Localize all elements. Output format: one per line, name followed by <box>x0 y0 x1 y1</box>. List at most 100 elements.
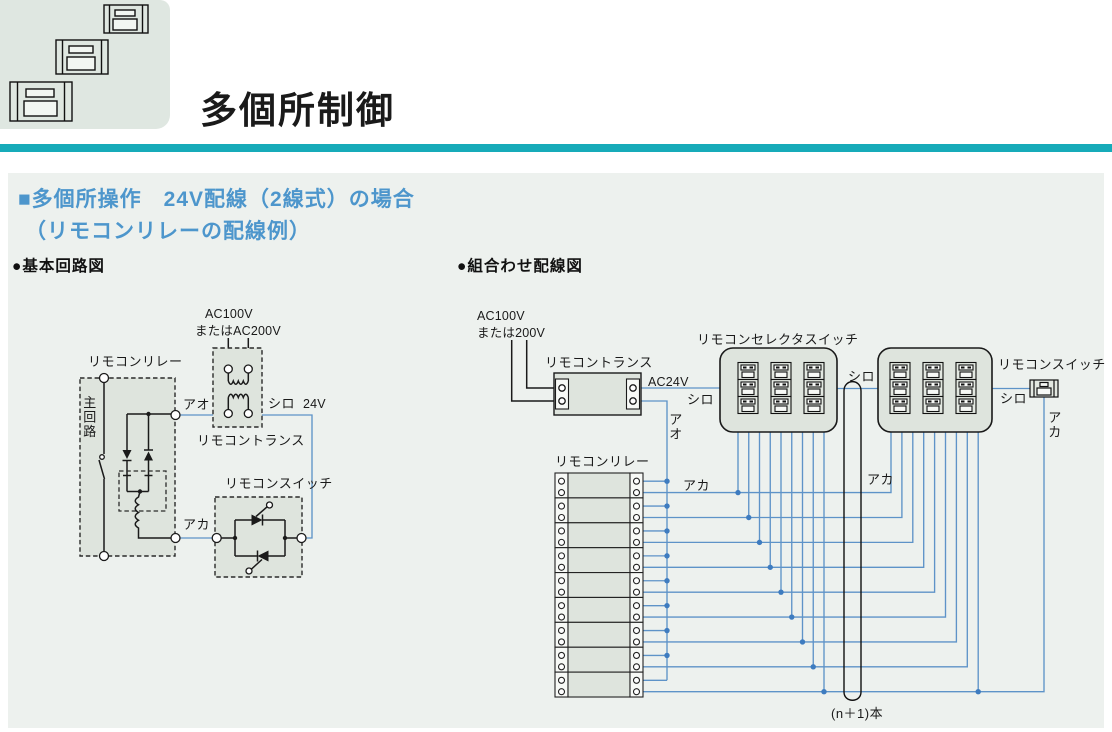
section-heading-line1: ■多個所操作 24V配線（2線式）の場合 <box>18 188 415 211</box>
secondary-coil <box>227 393 249 400</box>
power-label-1: AC100V <box>205 307 253 321</box>
rocker-switch-icon <box>803 395 825 415</box>
white-label-3: シロ <box>1000 391 1027 406</box>
junction-dot <box>799 639 806 645</box>
rocker-switch-icon <box>955 378 977 398</box>
junction-dot <box>975 689 981 695</box>
blue-vertical-label: アオ <box>669 412 683 442</box>
selector-switch-icons <box>737 361 977 415</box>
relay-unit <box>554 522 644 549</box>
junction-dot <box>746 514 752 521</box>
junction-dot <box>664 553 670 559</box>
bundle-note: (n＋1)本 <box>831 706 883 721</box>
junction-dot <box>664 602 670 609</box>
rocker-switch-icon <box>770 378 792 398</box>
combination-wiring-diagram: AC100V または200V リモコントランス AC24V シロ アオ リモコン… <box>477 309 1106 721</box>
basic-circuit-diagram: AC100V またはAC200V シロ 24V リモコントランス リモコンリレー… <box>79 307 333 578</box>
relay-unit <box>554 547 644 574</box>
white-wire-label: シロ <box>268 396 295 411</box>
relay-unit <box>554 671 644 698</box>
rocker-switch-icon <box>889 395 911 415</box>
rocker-switch-icon <box>737 361 759 381</box>
remote-switch-label: リモコンスイッチ <box>998 357 1106 372</box>
junction-dot <box>664 627 670 634</box>
red-label-1: アカ <box>683 478 710 493</box>
basic-circuit-subheading: ●基本回路図 <box>12 258 105 275</box>
remote-switch-icon <box>1029 379 1059 398</box>
white-label-2: シロ <box>848 369 875 384</box>
transformer: AC100V またはAC200V シロ 24V リモコントランス <box>195 307 326 448</box>
rocker-switch-icon <box>770 361 792 381</box>
junction-dot <box>810 664 816 670</box>
transformer-label: リモコントランス <box>545 355 653 370</box>
thyristor-left <box>257 550 269 562</box>
relay-units <box>554 472 644 698</box>
remote-switch: リモコンスイッチ <box>211 476 333 578</box>
cable-bundle-loop <box>843 380 862 701</box>
divider-bar <box>0 144 1112 152</box>
main-circuit-label: 主回路 <box>83 395 97 439</box>
junction-dot <box>664 528 670 534</box>
junction-dot <box>664 503 670 509</box>
switch-dashed-box <box>214 496 303 578</box>
rocker-switch-icon <box>803 361 825 381</box>
selector-switches: リモコンセレクタスイッチ シロ <box>697 332 993 433</box>
stacked-switches-icon <box>9 4 149 122</box>
rocker-switch-icon <box>737 378 759 398</box>
diode-up <box>144 451 153 461</box>
junction-dot <box>735 489 741 496</box>
transformer-label: リモコントランス <box>197 433 305 448</box>
combination-subheading: ●組合わせ配線図 <box>457 258 583 275</box>
power-label-2: または200V <box>477 326 546 340</box>
red-wire-label: アカ <box>183 517 210 532</box>
relay-unit <box>554 472 644 499</box>
rocker-switch-icon <box>922 378 944 398</box>
ac24v-label: AC24V <box>648 375 689 389</box>
voltage-label: 24V <box>303 397 326 411</box>
circuit-wires <box>643 397 1045 693</box>
blue-wire-label: アオ <box>183 397 210 412</box>
relay-unit <box>554 572 644 598</box>
rocker-switch-icon <box>955 395 977 415</box>
header-icon-tile <box>0 0 170 129</box>
relay-unit <box>554 497 644 524</box>
switch-label: リモコンスイッチ <box>225 476 333 491</box>
page-title: 多個所制御 <box>200 90 395 131</box>
relay-bank: リモコンリレー <box>554 454 650 698</box>
junction-dot <box>664 652 670 659</box>
rocker-switch-icon <box>955 361 977 381</box>
selector-label: リモコンセレクタスイッチ <box>697 332 858 347</box>
red-vertical-label: アカ <box>1048 410 1062 440</box>
wire-junction-dots <box>664 478 981 695</box>
transformer-dashed-box <box>212 347 263 428</box>
relay-unit <box>554 646 644 673</box>
junction-dot <box>664 578 670 584</box>
relay-label: リモコンリレー <box>555 454 650 469</box>
power-label-2: またはAC200V <box>195 324 281 338</box>
relay-unit <box>554 596 644 623</box>
remote-switch: リモコンスイッチ シロ アカ <box>998 357 1106 440</box>
power-label-1: AC100V <box>477 309 525 323</box>
relay-label: リモコンリレー <box>88 354 183 369</box>
rocker-switch-icon <box>803 378 825 398</box>
white-label-1: シロ <box>687 392 714 407</box>
thyristor-right <box>251 514 263 526</box>
rocker-switch-icon <box>770 395 792 415</box>
rocker-switch-icon <box>922 395 944 415</box>
remote-relay: リモコンリレー 主回路 <box>79 354 210 562</box>
rocker-switch-icon <box>889 361 911 381</box>
latch-dashed-box <box>118 470 167 512</box>
junction-dot <box>767 564 773 570</box>
junction-dot <box>789 614 795 620</box>
junction-dot <box>756 539 763 546</box>
transformer: AC100V または200V リモコントランス AC24V シロ アオ <box>477 309 714 442</box>
red-label-2: アカ <box>867 472 894 487</box>
rocker-switch-icon <box>737 395 759 415</box>
relay-unit <box>554 621 644 648</box>
rocker-switch-icon <box>889 378 911 398</box>
primary-coil <box>227 378 249 385</box>
junction-dot <box>664 478 670 484</box>
relay-coil <box>134 491 172 539</box>
junction-dot <box>778 589 784 595</box>
